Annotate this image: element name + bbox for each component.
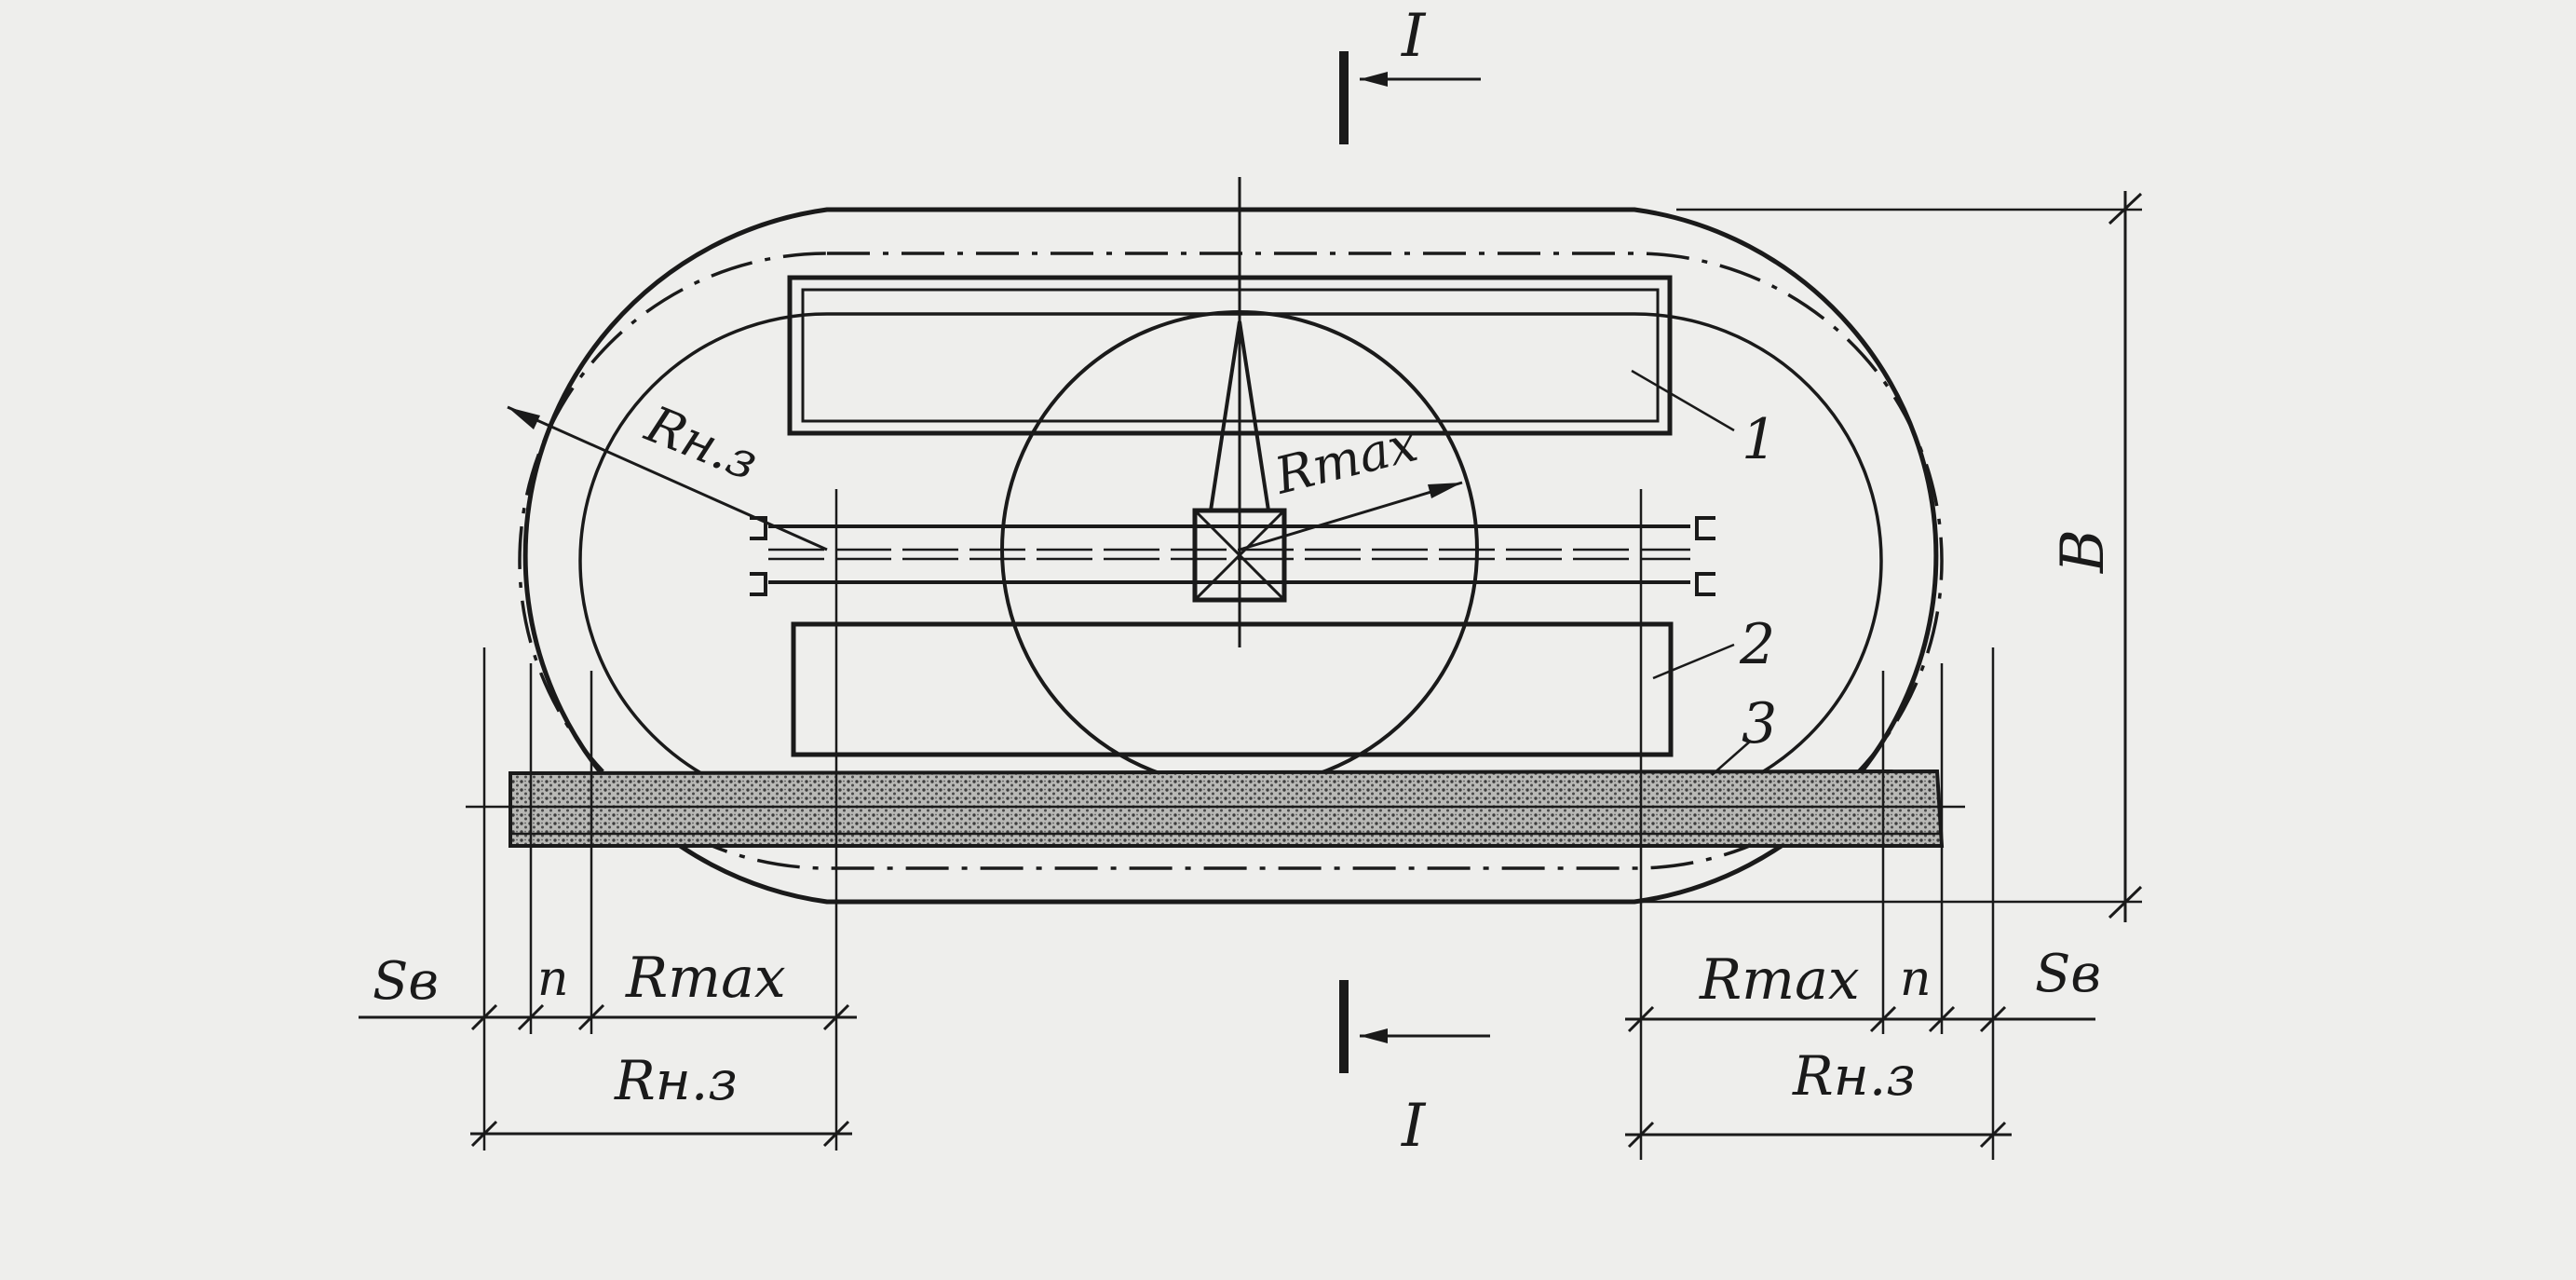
left-dimension-chain — [359, 1003, 857, 1148]
radius-leaders — [507, 405, 1463, 551]
right-extension-lines — [1639, 489, 1995, 1160]
label-width-b: B — [2049, 529, 2118, 574]
right-label-r-max: Rmax — [1699, 947, 1860, 1013]
right-label-n: п — [1900, 951, 1932, 1007]
callout-leaders — [1631, 369, 1752, 776]
dash-dot-contour — [518, 252, 1944, 870]
left-label-s-v: Sв — [373, 951, 439, 1012]
callout-1: 1 — [1742, 407, 1777, 472]
left-label-n: п — [537, 951, 569, 1007]
left-label-r-max: Rmax — [625, 946, 786, 1011]
section-label-top: I — [1401, 2, 1427, 71]
right-label-r-nz: Rн.з — [1792, 1044, 1916, 1108]
right-dimension-chain — [1625, 1005, 2095, 1149]
left-label-r-nz: Rн.з — [614, 1049, 738, 1112]
right-label-s-v: Sв — [2035, 944, 2101, 1004]
label-r-max-center: Rmax — [1268, 414, 1423, 506]
storage-area-1 — [787, 275, 1673, 436]
section-marker-bottom — [1339, 980, 1490, 1073]
rail-tracks — [750, 516, 1715, 596]
road-3 — [466, 769, 1965, 848]
section-marker-top — [1339, 51, 1481, 144]
dimension-b — [1397, 191, 2143, 922]
label-r-nz-inner: Rн.з — [637, 394, 766, 492]
section-label-bottom: I — [1401, 1092, 1427, 1161]
callout-3: 3 — [1742, 691, 1777, 756]
storage-area-2 — [791, 621, 1674, 757]
crane-base — [1192, 508, 1287, 603]
left-extension-lines — [482, 489, 838, 1151]
callout-2: 2 — [1739, 612, 1775, 677]
